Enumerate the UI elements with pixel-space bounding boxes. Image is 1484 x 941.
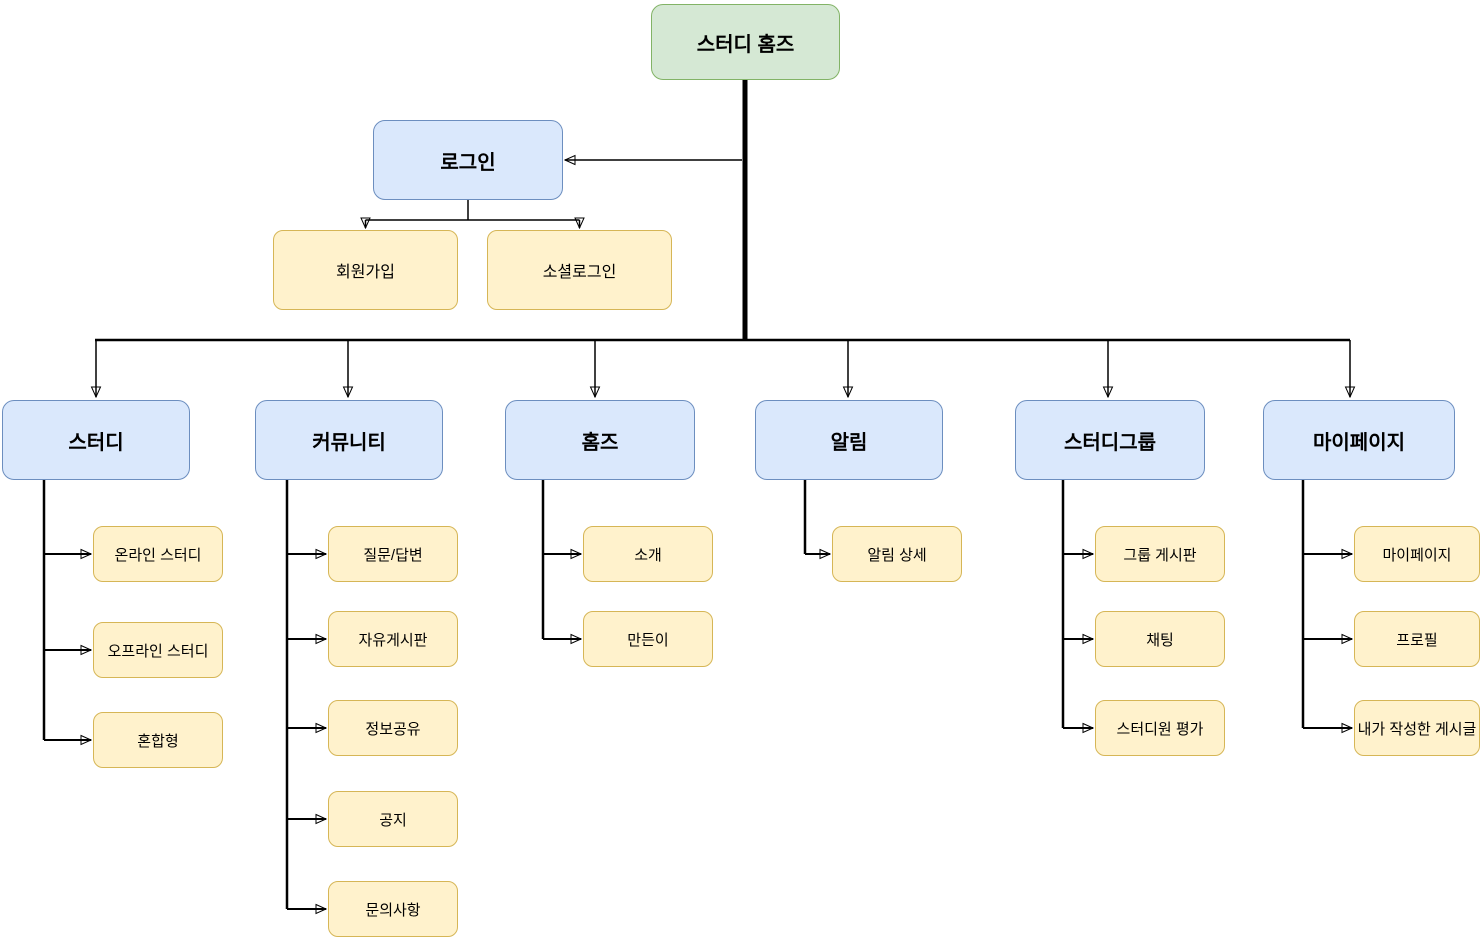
node-label: 만든이 xyxy=(627,631,669,649)
node-label: 스터디그룹 xyxy=(1064,431,1156,454)
node-study-holmes: 스터디 홈즈 xyxy=(651,4,840,80)
node-makers: 만든이 xyxy=(583,611,713,667)
node-label: 스터디원 평가 xyxy=(1116,720,1204,738)
node-label: 정보공유 xyxy=(365,720,421,738)
node-label: 채팅 xyxy=(1146,631,1174,649)
node-my-posts: 내가 작성한 게시글 xyxy=(1354,700,1480,756)
node-login: 로그인 xyxy=(373,120,563,200)
node-intro: 소개 xyxy=(583,526,713,582)
node-chat: 채팅 xyxy=(1095,611,1225,667)
node-my-page: 마이페이지 xyxy=(1263,400,1455,480)
node-notice: 공지 xyxy=(328,791,458,847)
node-holmes: 홈즈 xyxy=(505,400,695,480)
node-label: 홈즈 xyxy=(581,431,619,454)
node-label: 오프라인 스터디 xyxy=(107,642,209,660)
node-label: 소셜로그인 xyxy=(542,264,617,281)
node-label: 혼합형 xyxy=(137,732,179,750)
node-label: 마이페이지 xyxy=(1382,546,1452,564)
node-label: 내가 작성한 게시글 xyxy=(1357,720,1477,738)
node-signup: 회원가입 xyxy=(273,230,458,310)
edge-login-split xyxy=(365,200,580,221)
node-label: 회원가입 xyxy=(336,264,395,281)
node-label: 알림 xyxy=(830,431,868,454)
node-label: 그룹 게시판 xyxy=(1123,546,1197,564)
node-notification: 알림 xyxy=(755,400,943,480)
node-community: 커뮤니티 xyxy=(255,400,443,480)
node-inquiry: 문의사항 xyxy=(328,881,458,937)
node-label: 소개 xyxy=(634,546,662,564)
node-offline-study: 오프라인 스터디 xyxy=(93,622,223,678)
node-label: 스터디 홈즈 xyxy=(696,33,795,56)
node-label: 로그인 xyxy=(440,151,496,174)
node-label: 공지 xyxy=(379,811,407,829)
node-profile: 프로필 xyxy=(1354,611,1480,667)
node-label: 알림 상세 xyxy=(867,546,927,564)
node-member-evaluation: 스터디원 평가 xyxy=(1095,700,1225,756)
node-label: 문의사항 xyxy=(365,901,421,919)
node-label: 온라인 스터디 xyxy=(114,546,202,564)
node-label: 커뮤니티 xyxy=(312,431,386,454)
node-group-board: 그룹 게시판 xyxy=(1095,526,1225,582)
node-study-group: 스터디그룹 xyxy=(1015,400,1205,480)
node-label: 자유게시판 xyxy=(358,631,428,649)
node-info-share: 정보공유 xyxy=(328,700,458,756)
node-free-board: 자유게시판 xyxy=(328,611,458,667)
node-label: 마이페이지 xyxy=(1313,431,1405,454)
node-label: 스터디 xyxy=(68,431,124,454)
node-study: 스터디 xyxy=(2,400,190,480)
node-my-page-sub: 마이페이지 xyxy=(1354,526,1480,582)
node-social-login: 소셜로그인 xyxy=(487,230,672,310)
node-label: 질문/답변 xyxy=(363,546,423,564)
node-hybrid: 혼합형 xyxy=(93,712,223,768)
node-label: 프로필 xyxy=(1396,631,1438,649)
node-notification-detail: 알림 상세 xyxy=(832,526,962,582)
node-qna: 질문/답변 xyxy=(328,526,458,582)
node-online-study: 온라인 스터디 xyxy=(93,526,223,582)
